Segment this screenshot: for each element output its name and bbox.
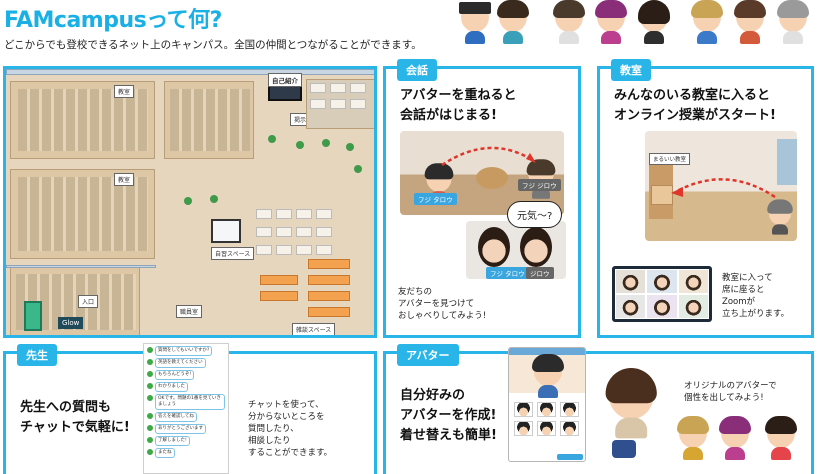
avatar	[147, 437, 153, 443]
entrance-door[interactable]	[24, 301, 42, 331]
avatar-illustration	[594, 0, 628, 44]
teacher-note: チャットを使って、 分からないところを 質問したり、 相談したり することができ…	[248, 400, 333, 458]
avatar-illustration	[552, 0, 586, 44]
bag-icon	[612, 440, 636, 458]
save-button[interactable]	[557, 454, 583, 460]
teacher-heading: 先生への質問も チャットで気軽に!	[20, 400, 130, 435]
hair-option[interactable]	[560, 402, 579, 417]
name-tag: ジロウ	[526, 267, 554, 279]
speech-bubble: 元気〜?	[507, 201, 563, 228]
classroom-heading: みんなのいる教室に入ると オンライン授業がスタート!	[614, 88, 776, 123]
map-label-staff: 職員室	[176, 305, 203, 318]
conversation-heading: アバターを重ねると 会話がはじまる!	[400, 88, 517, 123]
avatar-illustration	[718, 416, 752, 460]
teacher-tag: 先生	[17, 344, 57, 366]
avatar	[147, 425, 153, 431]
campus-map[interactable]: 教室 教室 職員室 自己紹介 掲示板 自習スペース 雑談スペース 入口 Glow	[3, 66, 377, 338]
map-label-classroom: 教室	[114, 173, 135, 186]
avatar-illustration	[733, 0, 767, 44]
arrow-icon	[671, 178, 776, 199]
avatar	[147, 371, 153, 377]
chat-message: ありがとうございます	[147, 424, 225, 434]
conversation-scene: フジ タロウ フジ ジロウ	[400, 131, 564, 215]
hair-option[interactable]	[514, 421, 533, 436]
chat-message: わかりました	[147, 382, 225, 392]
avatar-preview	[531, 354, 565, 398]
avatar-heading: 自分好みの アバターを作成! 着せ替えも簡単!	[400, 388, 497, 443]
avatar-illustration	[776, 0, 810, 44]
avatar	[147, 413, 153, 419]
avatar-illustration	[766, 199, 793, 235]
name-tag: フジ ジロウ	[518, 179, 561, 191]
conversation-note: 友だちの アバターを見つけて おしゃべりしてみよう!	[398, 287, 487, 321]
map-label-entrance: 入口	[78, 295, 99, 308]
map-label-chat-space: 雑談スペース	[292, 323, 336, 335]
avatar-illustration	[604, 368, 658, 439]
chat-message: 答えを確認してね	[147, 412, 225, 422]
avatar-illustration	[458, 0, 492, 44]
avatar	[147, 395, 153, 401]
avatar-illustration	[676, 416, 710, 460]
avatar-illustration	[637, 0, 671, 44]
chat-message: 英語を教えてください	[147, 358, 225, 368]
chat-message: OKです。問題の1番を見ていきましょう	[147, 394, 225, 410]
chat-message: 了解しました!	[147, 436, 225, 446]
hair-option[interactable]	[514, 402, 533, 417]
arrow-icon	[441, 146, 536, 167]
page-title: FAMcampusって何?	[4, 8, 222, 33]
avatar-editor[interactable]	[508, 347, 586, 462]
map-label-study-space: 自習スペース	[211, 247, 255, 260]
hair-options[interactable]	[514, 402, 579, 436]
hair-option[interactable]	[537, 402, 556, 417]
chat-message: もちろんどうぞ!	[147, 370, 225, 380]
classroom-scene: まるいい教室	[645, 131, 797, 241]
avatar-note: オリジナルのアバターで 個性を出してみよう!	[684, 381, 777, 403]
conversation-tag: 会話	[397, 59, 437, 81]
classroom-sign: まるいい教室	[649, 153, 691, 165]
study-space-board[interactable]	[211, 219, 241, 243]
avatar	[147, 449, 153, 455]
name-tag: フジ タロウ	[486, 267, 529, 279]
classroom-tag: 教室	[611, 59, 651, 81]
avatar-illustration	[764, 416, 798, 460]
avatar	[147, 359, 153, 365]
name-tag: フジ タロウ	[414, 193, 457, 205]
avatar	[147, 347, 153, 353]
avatar-illustration	[496, 0, 530, 44]
map-label-classroom: 教室	[114, 85, 135, 98]
avatar	[147, 383, 153, 389]
avatar-illustration	[690, 0, 724, 44]
avatar-tag: アバター	[397, 344, 459, 366]
classroom-note: 教室に入って 席に座ると Zoomが 立ち上がります。	[722, 273, 790, 319]
video-chat-scene: フジ タロウ ジロウ	[466, 221, 566, 279]
hair-option[interactable]	[560, 421, 579, 436]
chat-message: またね	[147, 448, 225, 458]
page-subtitle: どこからでも登校できるネット上のキャンパス。全国の仲間とつながることができます。	[4, 39, 422, 51]
map-label-intro: 自己紹介	[268, 73, 302, 87]
chat-window[interactable]: 質問をしてもいいですか? 英語を教えてください もちろんどうぞ! わかりました …	[143, 343, 229, 474]
zoom-window	[612, 266, 712, 322]
hair-option[interactable]	[537, 421, 556, 436]
entrance-logo: Glow	[58, 317, 84, 329]
chat-message: 質問をしてもいいですか?	[147, 346, 225, 356]
